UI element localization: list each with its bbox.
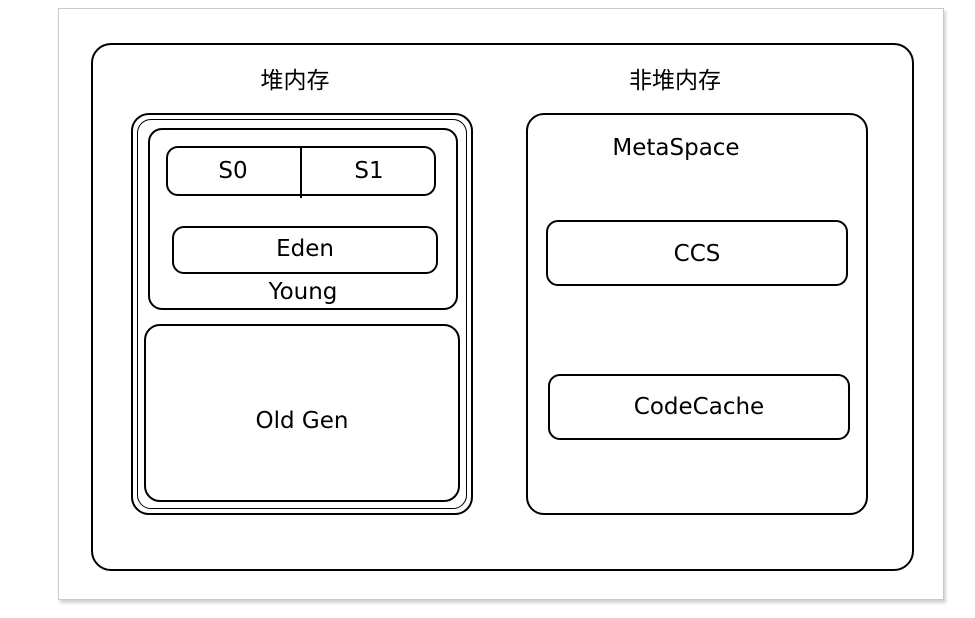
s0-label: S0 <box>218 158 248 184</box>
code-cache-box <box>548 374 850 440</box>
non-heap-memory-title: 非堆内存 <box>629 68 721 94</box>
heap-memory-title: 堆内存 <box>260 68 330 94</box>
eden-label: Eden <box>276 236 334 262</box>
ccs-box <box>546 220 848 286</box>
code-cache-label: CodeCache <box>633 394 765 420</box>
metaspace-box <box>526 113 868 515</box>
eden-space-box <box>172 226 438 274</box>
ccs-label: CCS <box>673 241 721 267</box>
s1-label: S1 <box>354 158 384 184</box>
metaspace-label: MetaSpace <box>612 135 740 161</box>
old-gen-label: Old Gen <box>255 408 349 434</box>
young-label: Young <box>268 279 338 305</box>
survivor-divider <box>300 146 302 198</box>
old-generation-box <box>144 324 460 502</box>
